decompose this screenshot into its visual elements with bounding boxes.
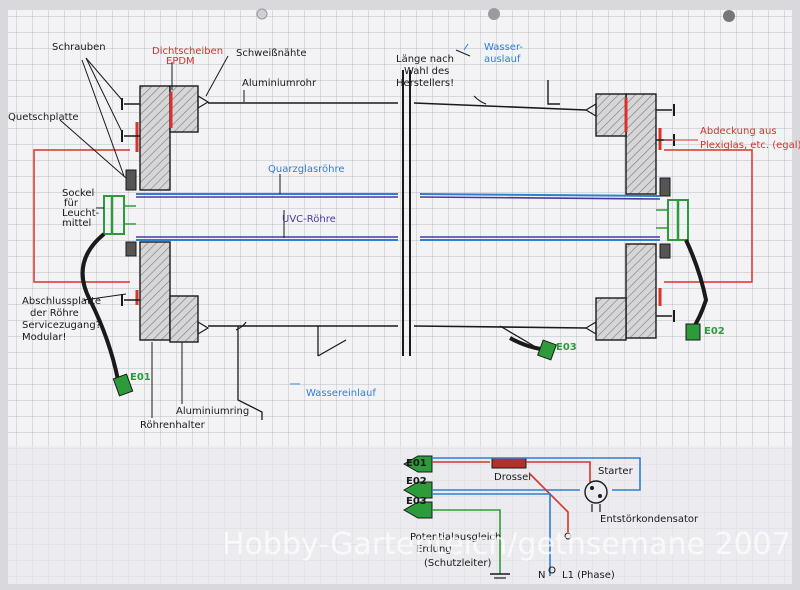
label-sockel-3: Leucht- xyxy=(62,208,100,219)
schematic-label-e02: E02 xyxy=(406,476,427,487)
schematic-label-pe-1: Potentialausgleich xyxy=(410,532,501,543)
punch-hole xyxy=(488,8,500,20)
water-inlet xyxy=(237,326,263,420)
label-e03: E03 xyxy=(556,342,577,353)
punch-hole xyxy=(723,10,735,22)
schematic-label-entstoer: Entstörkondensator xyxy=(600,514,699,525)
label-sockel-1: Sockel xyxy=(62,188,94,199)
label-abdeckung-1: Abdeckung aus xyxy=(700,126,777,137)
lower-grid xyxy=(8,446,792,584)
starter-symbol xyxy=(584,480,608,504)
label-epdm: EPDM xyxy=(166,56,195,67)
schematic-label-e01: E01 xyxy=(406,458,427,469)
label-dichtscheiben: Dichtscheiben xyxy=(152,46,223,57)
label-sockel-2: für xyxy=(64,198,79,209)
cable-e01 xyxy=(80,232,120,381)
cable-e02 xyxy=(684,239,709,332)
left-end-cap xyxy=(103,85,210,343)
schematic-label-starter: Starter xyxy=(598,466,634,477)
label-schrauben: Schrauben xyxy=(52,42,106,53)
right-end-cap xyxy=(584,93,689,341)
schematic-label-e03: E03 xyxy=(406,496,427,507)
label-sockel-4: mittel xyxy=(62,218,91,229)
label-schweissnaehte: Schweißnähte xyxy=(236,48,306,59)
label-abdeckung-2: Plexiglas, etc. (egal) xyxy=(700,140,800,151)
schematic-label-pe-3: (Schutzleiter) xyxy=(424,558,491,569)
water-outlet xyxy=(547,80,560,105)
punch-hole xyxy=(256,8,268,20)
watermark: Hobby-Gartenteich/gethsemane 2007 xyxy=(222,527,791,562)
leader-lines xyxy=(59,43,698,418)
schematic-label-drossel: Drossel xyxy=(494,472,531,483)
connector-e01 xyxy=(112,373,134,397)
label-e01: E01 xyxy=(130,372,151,383)
label-laenge-2: Wahl des xyxy=(404,66,449,77)
label-abschluss-1: Abschlussplatte xyxy=(22,296,101,307)
label-abschluss-4: Modular! xyxy=(22,332,66,343)
schematic-label-phase: L1 (Phase) xyxy=(562,570,615,581)
label-wassereinlauf: Wassereinlauf xyxy=(306,388,376,399)
label-wasserauslauf-1: Wasser- xyxy=(484,42,523,53)
weld-seam xyxy=(197,94,210,110)
schematic-terminal-e01 xyxy=(402,455,433,473)
connector-e02 xyxy=(685,323,701,341)
choke xyxy=(491,457,527,469)
label-wasserauslauf-2: auslauf xyxy=(484,54,521,65)
label-roehrenhalter: Röhrenhalter xyxy=(140,420,206,431)
label-aluminiumrohr: Aluminiumrohr xyxy=(242,78,317,89)
squeeze-plate xyxy=(125,169,137,191)
schematic-label-neutral: N xyxy=(538,570,545,581)
label-quarzglasroehre: Quarzglasröhre xyxy=(268,164,345,175)
label-abschluss-3: Servicezugang? xyxy=(22,320,101,331)
label-laenge-1: Länge nach xyxy=(396,54,454,65)
wiring-schematic xyxy=(402,455,641,579)
label-abschluss-2: der Röhre xyxy=(30,308,79,319)
schematic-label-pe-2: Erdung xyxy=(416,544,452,555)
label-quetschplatte: Quetschplatte xyxy=(8,112,79,123)
label-e02: E02 xyxy=(704,326,725,337)
connector-e03 xyxy=(537,339,557,361)
tube-assembly xyxy=(136,70,661,420)
label-laenge-3: Herstellers! xyxy=(396,78,454,89)
label-aluminiumring: Aluminiumring xyxy=(176,406,249,417)
power-cables xyxy=(33,149,753,397)
label-uvc-roehre: UVC-Röhre xyxy=(282,214,336,225)
